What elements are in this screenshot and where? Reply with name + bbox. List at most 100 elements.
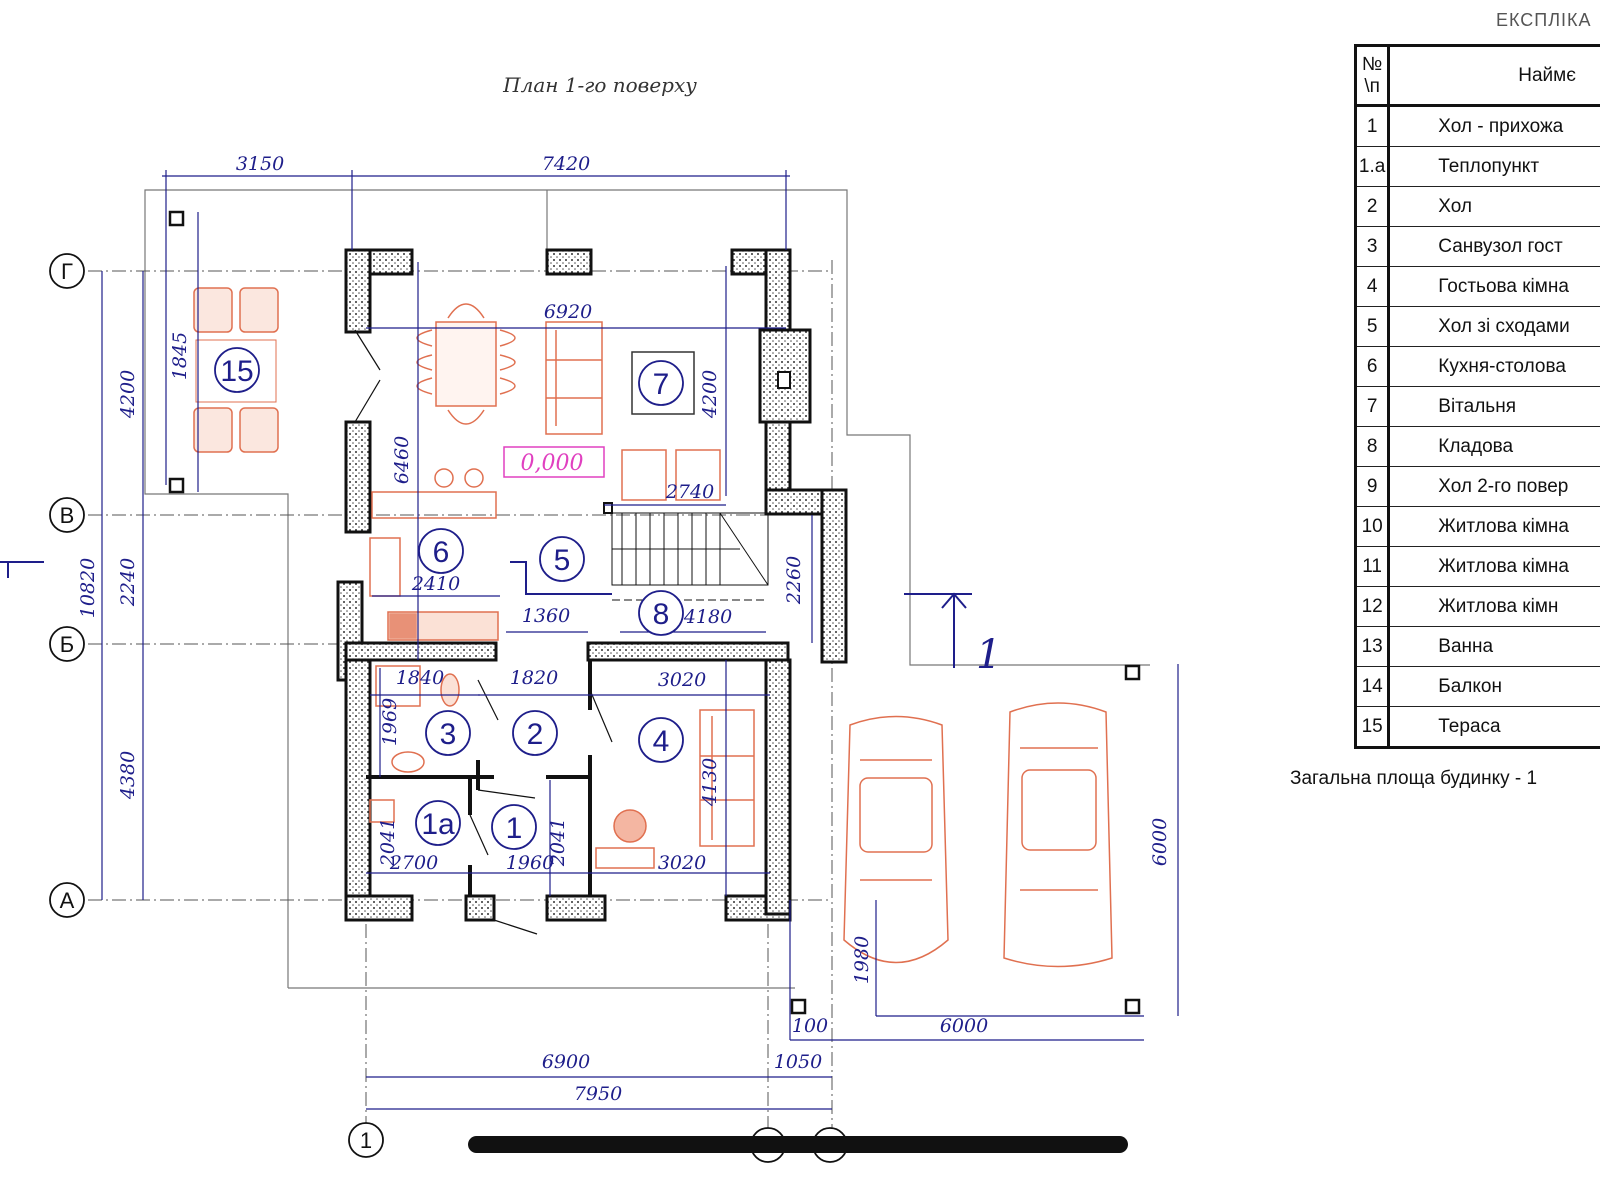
row-number: 15 <box>1354 706 1391 748</box>
room-number: 1а <box>421 808 455 841</box>
row-number: 10 <box>1354 506 1391 547</box>
dim-left-total: 10820 <box>77 558 99 618</box>
row-name: Житлова кімн <box>1388 586 1600 627</box>
total-area-note: Загальна площа будинку - 1 <box>1290 768 1538 789</box>
dimension-labels: 3150 7420 10820 4200 2240 4380 1845 6920… <box>77 153 1171 1105</box>
dim-kitchen-depth: 6460 <box>391 436 413 484</box>
dim-boiler-depth: 2041 <box>377 818 399 867</box>
dim-wc-width: 1840 <box>396 667 444 689</box>
terrace <box>168 210 279 494</box>
dim-hall2-width: 1820 <box>510 667 558 689</box>
row-name: Гостьова кімна <box>1388 266 1600 307</box>
row-name: Тераса <box>1388 706 1600 748</box>
dim-boiler-width: 2700 <box>389 852 438 874</box>
dim-living-depth: 4200 <box>699 370 721 419</box>
row-name: Вітальня <box>1388 386 1600 427</box>
axis-label: В <box>60 503 75 528</box>
dim-parking-width: 6000 <box>940 1015 988 1037</box>
dim-parking-offset: 100 <box>792 1015 828 1037</box>
car-icon <box>843 715 949 964</box>
axis-label: Г <box>61 259 73 284</box>
row-number: 7 <box>1354 386 1391 427</box>
plan-title: План 1-го поверху <box>502 73 697 97</box>
row-name: Теплопункт <box>1388 146 1600 187</box>
dim-left-b-a: 4380 <box>117 751 139 800</box>
kitchen-counter <box>369 468 499 641</box>
armchairs <box>621 449 721 501</box>
dim-bottom-total: 7950 <box>574 1083 622 1105</box>
row-number: 2 <box>1354 186 1391 227</box>
header-number: №\п <box>1354 45 1391 107</box>
dimension-lines <box>101 170 1179 1110</box>
car-icon <box>1003 702 1113 968</box>
row-number: 3 <box>1354 226 1391 267</box>
row-number: 4 <box>1354 266 1391 307</box>
room-number: 15 <box>220 355 253 388</box>
interior-walls <box>366 660 592 896</box>
row-number: 9 <box>1354 466 1391 507</box>
parking <box>790 664 1141 1015</box>
sofa <box>545 321 603 435</box>
dim-hall-width: 1360 <box>522 605 570 627</box>
row-name: Кладова <box>1388 426 1600 467</box>
header-name: Наймє <box>1388 45 1600 107</box>
dim-entry-width: 1960 <box>506 852 554 874</box>
dim-entry-depth: 2041 <box>547 818 569 867</box>
dim-top-right: 7420 <box>542 153 590 175</box>
dim-top-left: 3150 <box>236 153 284 175</box>
axis-label: Б <box>60 632 74 657</box>
site-outline <box>144 189 1150 989</box>
dim-terrace-depth: 1845 <box>169 332 191 380</box>
dim-left-g-v: 4200 <box>117 370 139 419</box>
row-number: 14 <box>1354 666 1391 707</box>
row-name: Балкон <box>1388 666 1600 707</box>
dim-pantry-width: 4180 <box>683 606 732 628</box>
room-number: 5 <box>554 544 571 577</box>
row-number: 1 <box>1354 105 1391 147</box>
dim-left-v-b: 2240 <box>117 558 139 607</box>
parking-post <box>1124 664 1141 681</box>
level-mark-box <box>503 446 605 478</box>
dim-stair-depth: 2260 <box>783 556 805 605</box>
row-name: Житлова кімна <box>1388 546 1600 587</box>
row-number: 13 <box>1354 626 1391 667</box>
row-number: 1.а <box>1354 146 1391 187</box>
door-swings <box>354 329 613 935</box>
room-number: 1 <box>506 812 523 845</box>
terrace-post <box>168 210 185 227</box>
axis-label: А <box>60 888 75 913</box>
row-name: Санвузол гост <box>1388 226 1600 267</box>
dim-car-gap: 1980 <box>851 936 873 984</box>
staircase <box>603 502 769 601</box>
table-header-row: №\п Наймє <box>1354 45 1600 107</box>
row-number: 6 <box>1354 346 1391 387</box>
room-number: 4 <box>653 725 670 758</box>
home-indicator-bar[interactable] <box>468 1136 1128 1153</box>
row-name: Ванна <box>1388 626 1600 667</box>
row-name: Кухня-столова <box>1388 346 1600 387</box>
row-number: 11 <box>1354 546 1391 587</box>
row-name: Житлова кімна <box>1388 506 1600 547</box>
dim-guest-width: 3020 <box>658 669 706 691</box>
room-number: 3 <box>440 718 457 751</box>
explication-title: ЕКСПЛІКА <box>1496 10 1592 30</box>
row-name: Хол <box>1388 186 1600 227</box>
room-numbers: 15 7 6 5 8 3 2 4 1а 1 <box>220 355 669 845</box>
wc-fixtures <box>369 665 460 823</box>
dim-living-width: 6920 <box>544 301 592 323</box>
room-number: 7 <box>653 368 670 401</box>
dim-guest-bottom: 3020 <box>658 852 706 874</box>
